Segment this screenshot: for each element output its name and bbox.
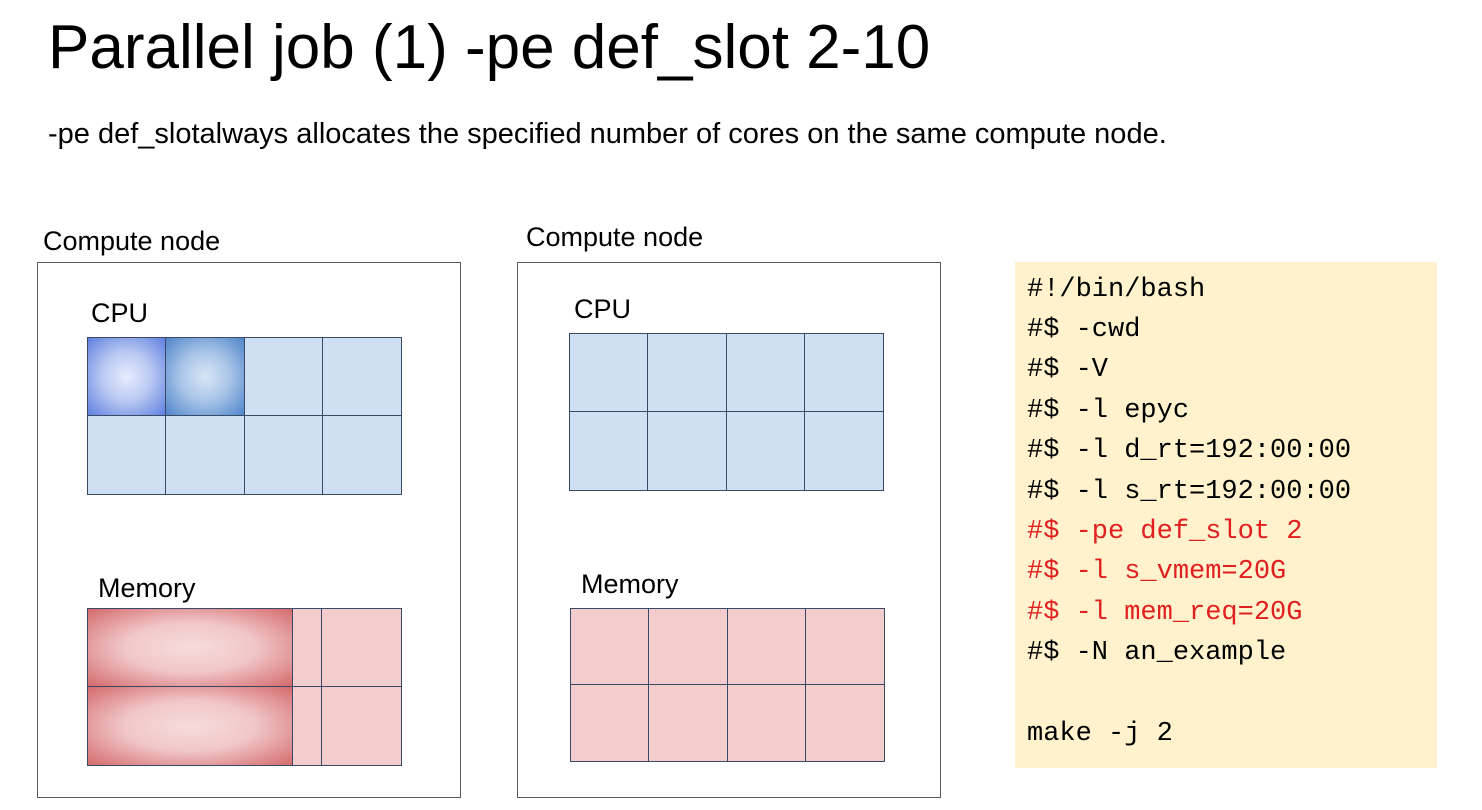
- cpu-core: [804, 412, 883, 490]
- node-1-cpu-label: CPU: [91, 298, 149, 328]
- memory-block: [649, 609, 728, 685]
- cpu-core: [244, 416, 323, 494]
- node-1-memory-label: Memory: [98, 573, 196, 603]
- compute-node-2: CPU Memory: [517, 262, 941, 798]
- script-line: make -j 2: [1027, 719, 1173, 749]
- cpu-core: [570, 334, 649, 412]
- script-line-highlighted: #$ -pe def_slot 2: [1027, 517, 1303, 547]
- node-2-memory-label: Memory: [581, 569, 679, 599]
- script-line-highlighted: #$ -l mem_req=20G: [1027, 598, 1303, 628]
- memory-block: [322, 687, 401, 765]
- memory-block: [805, 609, 884, 685]
- cpu-core: [88, 416, 167, 494]
- cpu-core: [648, 412, 727, 490]
- slide-subtitle: -pe def_slotalways allocates the specifi…: [48, 118, 1167, 150]
- memory-block: [571, 609, 650, 685]
- cpu-core: [570, 412, 649, 490]
- memory-block: [322, 609, 401, 686]
- node-1-memory-grid: [87, 608, 402, 766]
- memory-block-used: [88, 687, 293, 765]
- memory-block: [293, 609, 322, 686]
- cpu-core: [244, 338, 323, 416]
- script-line: #$ -cwd: [1027, 315, 1141, 345]
- cpu-core: [726, 412, 805, 490]
- memory-block: [727, 609, 806, 685]
- node-1-cpu-grid: [87, 337, 402, 495]
- memory-block: [571, 685, 650, 761]
- node-2-memory-grid: [570, 608, 885, 762]
- compute-node-1: CPU Memory: [37, 262, 461, 798]
- cpu-core: [648, 334, 727, 412]
- cpu-core: [322, 416, 401, 494]
- script-line: #$ -l d_rt=192:00:00: [1027, 436, 1352, 466]
- script-line: #!/bin/bash: [1027, 275, 1206, 305]
- slide-title: Parallel job (1) -pe def_slot 2-10: [48, 13, 931, 82]
- memory-block: [649, 685, 728, 761]
- cpu-core-used: [166, 338, 245, 416]
- script-line: #$ -N an_example: [1027, 638, 1287, 668]
- script-line: #$ -l epyc: [1027, 396, 1190, 426]
- cpu-core: [322, 338, 401, 416]
- job-script-box: #!/bin/bash #$ -cwd #$ -V #$ -l epyc #$ …: [1015, 262, 1437, 768]
- script-line: #$ -V: [1027, 355, 1109, 385]
- memory-row: [88, 609, 401, 687]
- memory-block: [805, 685, 884, 761]
- node-2-cpu-grid: [569, 333, 884, 491]
- memory-block: [727, 685, 806, 761]
- memory-row: [88, 687, 401, 765]
- node-1-label: Compute node: [43, 226, 221, 256]
- memory-block: [293, 687, 322, 765]
- memory-block-used: [88, 609, 293, 686]
- node-2-cpu-label: CPU: [574, 294, 632, 324]
- cpu-core: [726, 334, 805, 412]
- cpu-core-used: [88, 338, 167, 416]
- script-line-highlighted: #$ -l s_vmem=20G: [1027, 557, 1287, 587]
- cpu-core: [804, 334, 883, 412]
- node-2-label: Compute node: [526, 222, 704, 252]
- script-line: #$ -l s_rt=192:00:00: [1027, 477, 1352, 507]
- cpu-core: [166, 416, 245, 494]
